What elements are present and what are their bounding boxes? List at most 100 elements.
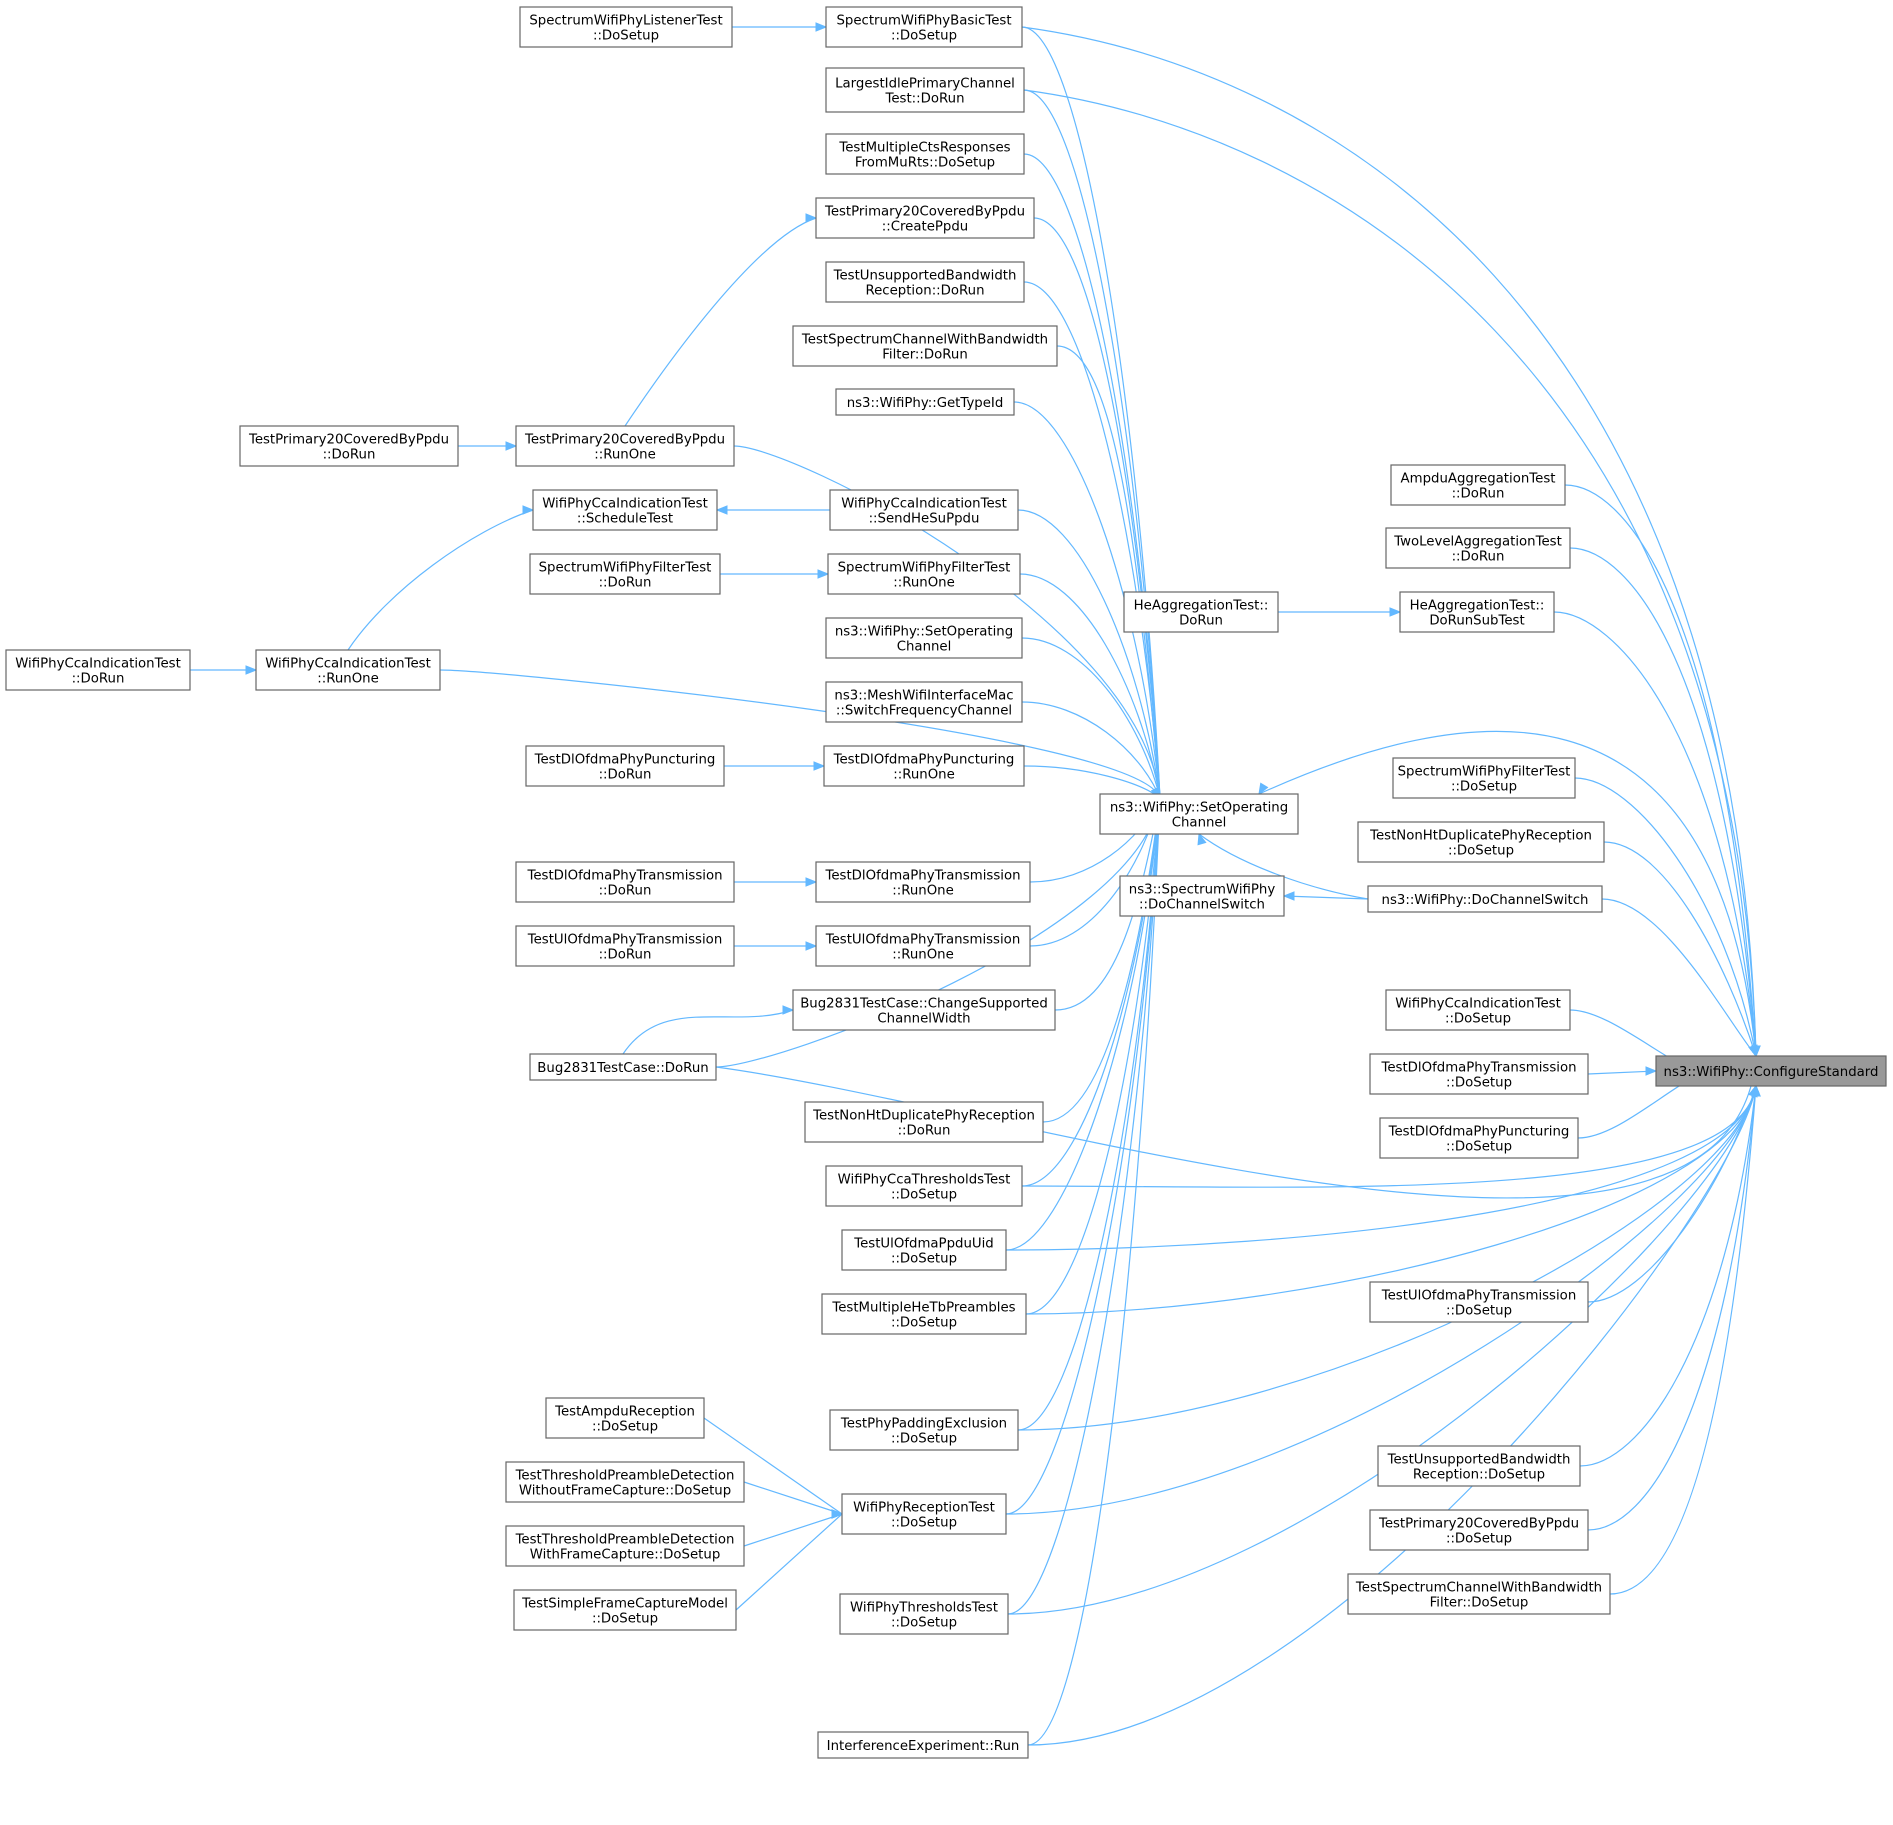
edge-arrowhead [831,1509,844,1519]
graph-node[interactable]: TwoLevelAggregationTest::DoRun [1385,527,1571,569]
node-box [841,1229,1007,1271]
call-edge [1021,701,1161,799]
node-label: WithFrameCapture::DoSetup [530,1548,721,1563]
graph-node[interactable]: TestThresholdPreambleDetectionWithoutFra… [505,1461,745,1503]
graph-node[interactable]: SpectrumWifiPhyBasicTest::DoSetup [825,6,1023,48]
call-edge [1042,797,1161,1123]
graph-node[interactable]: TestPrimary20CoveredByPpdu::RunOne [515,425,735,467]
graph-node[interactable]: TestAmpduReception::DoSetup [545,1397,705,1439]
graph-node[interactable]: TestDlOfdmaPhyPuncturing::RunOne [823,745,1025,787]
node-label: ::DoRun [599,768,652,783]
graph-node[interactable]: TestUlOfdmaPhyTransmission::DoSetup [1369,1281,1589,1323]
graph-node[interactable]: TestUnsupportedBandwidthReception::DoSet… [1377,1445,1581,1487]
node-label: Channel [1172,816,1227,831]
graph-node[interactable]: WifiPhyCcaIndicationTest::DoRun [5,649,191,691]
graph-node[interactable]: Bug2831TestCase::DoRun [529,1053,717,1081]
graph-node[interactable]: ns3::WifiPhy::DoChannelSwitch [1367,885,1603,913]
graph-node[interactable]: ns3::MeshWifiInterfaceMac::SwitchFrequen… [825,681,1023,723]
graph-node[interactable]: TestDlOfdmaPhyTransmission::DoSetup [1369,1053,1589,1095]
graph-node[interactable]: TestUlOfdmaPhyTransmission::RunOne [815,925,1031,967]
node-label: ::DoSetup [891,1516,957,1531]
graph-node[interactable]: TestNonHtDuplicatePhyReception::DoSetup [1357,821,1605,863]
node-label: TestSimpleFrameCaptureModel [521,1597,728,1612]
graph-node[interactable]: HeAggregationTest::DoRunSubTest [1399,591,1555,633]
node-label: Filter::DoSetup [1430,1596,1529,1611]
node-box [1119,875,1285,917]
graph-node[interactable]: TestSpectrumChannelWithBandwidthFilter::… [792,325,1058,367]
graph-node[interactable]: TestUlOfdmaPpduUid::DoSetup [841,1229,1007,1271]
node-box [825,133,1025,175]
graph-node[interactable]: TestMultipleHeTbPreambles::DoSetup [821,1293,1027,1335]
node-label: Reception::DoRun [865,284,984,299]
graph-node[interactable]: TestDlOfdmaPhyTransmission::RunOne [815,861,1031,903]
graph-node[interactable]: TestThresholdPreambleDetectionWithFrameC… [505,1525,745,1567]
graph-node[interactable]: ns3::WifiPhy::GetTypeId [835,388,1015,416]
graph-node[interactable]: WifiPhyReceptionTest::DoSetup [841,1493,1007,1535]
graph-node[interactable]: AmpduAggregationTest::DoRun [1390,464,1566,506]
call-edge [1601,898,1757,1057]
node-box [825,617,1023,659]
graph-node[interactable]: TestUlOfdmaPhyTransmission::DoRun [515,925,735,967]
edge-arrowhead [505,441,518,451]
graph-node[interactable]: SpectrumWifiPhyListenerTest::DoSetup [519,6,733,48]
node-label: ::DoSetup [1446,1076,1512,1091]
node-box [835,388,1015,416]
graph-node[interactable]: TestNonHtDuplicatePhyReception::DoRun [804,1101,1044,1143]
graph-node[interactable]: TestPrimary20CoveredByPpdu::CreatePpdu [815,197,1035,239]
graph-node[interactable]: SpectrumWifiPhyFilterTest::RunOne [827,553,1021,595]
graph-node[interactable]: SpectrumWifiPhyFilterTest::DoRun [529,553,721,595]
graph-node[interactable]: TestPrimary20CoveredByPpdu::DoSetup [1369,1509,1589,1551]
root-node[interactable]: ns3::WifiPhy::ConfigureStandard [1655,1055,1887,1087]
node-label: TestUnsupportedBandwidth [833,269,1017,284]
node-box [1099,793,1299,835]
node-label: ns3::MeshWifiInterfaceMac [834,689,1013,704]
call-edge [1005,1085,1757,1251]
node-box [829,1409,1019,1451]
graph-node[interactable]: WifiPhyCcaThresholdsTest::DoSetup [825,1165,1023,1207]
graph-node[interactable]: TestDlOfdmaPhyPuncturing::DoRun [525,745,725,787]
graph-node[interactable]: TestPhyPaddingExclusion::DoSetup [829,1409,1019,1451]
node-box [821,1293,1027,1335]
call-edge [1023,153,1161,799]
graph-node[interactable]: ns3::SpectrumWifiPhy::DoChannelSwitch [1119,875,1285,917]
node-label: ::DoRun [72,672,125,687]
node-label: ::DoSetup [891,1316,957,1331]
graph-node[interactable]: TestSpectrumChannelWithBandwidthFilter::… [1347,1573,1611,1615]
node-label: TestSpectrumChannelWithBandwidth [1355,1581,1602,1596]
call-edge [1017,509,1161,799]
graph-node[interactable]: WifiPhyCcaIndicationTest::SendHeSuPpdu [829,489,1019,531]
node-box [1399,591,1555,633]
node-label: ::DoSetup [592,1420,658,1435]
graph-node[interactable]: WifiPhyThresholdsTest::DoSetup [839,1593,1009,1635]
graph-node[interactable]: TestMultipleCtsResponsesFromMuRts::DoSet… [825,133,1025,175]
graph-node[interactable]: WifiPhyCcaIndicationTest::DoSetup [1385,989,1571,1031]
call-edge [1027,797,1161,1746]
node-label: TestSpectrumChannelWithBandwidth [801,333,1048,348]
graph-node[interactable]: SpectrumWifiPhyFilterTest::DoSetup [1392,757,1576,799]
graph-node[interactable]: WifiPhyCcaIndicationTest::RunOne [255,649,441,691]
graph-node[interactable]: TestDlOfdmaPhyPuncturing::DoSetup [1379,1117,1579,1159]
graph-node[interactable]: TestPrimary20CoveredByPpdu::DoRun [239,425,459,467]
node-box [1369,1509,1589,1551]
node-label: TestMultipleHeTbPreambles [831,1301,1015,1316]
call-edge [1054,797,1161,1011]
node-label: SpectrumWifiPhyBasicTest [836,14,1011,29]
call-edge [1564,484,1757,1057]
graph-node[interactable]: TestSimpleFrameCaptureModel::DoSetup [513,1589,737,1631]
node-label: ::DoRun [323,448,376,463]
edge-arrowhead [715,505,728,515]
graph-node[interactable]: WifiPhyCcaIndicationTest::ScheduleTest [532,489,718,531]
graph-node[interactable]: HeAggregationTest::DoRun [1123,591,1279,633]
node-label: TestDlOfdmaPhyTransmission [526,869,722,884]
graph-node[interactable]: Bug2831TestCase::ChangeSupportedChannelW… [792,989,1056,1031]
node-label: ::DoSetup [1448,844,1514,859]
node-label: TestPrimary20CoveredByPpdu [248,433,449,448]
graph-node[interactable]: InterferenceExperiment::Run [817,1731,1029,1759]
call-edge [1025,1085,1757,1315]
node-box [1369,1281,1589,1323]
graph-node[interactable]: TestDlOfdmaPhyTransmission::DoRun [515,861,735,903]
